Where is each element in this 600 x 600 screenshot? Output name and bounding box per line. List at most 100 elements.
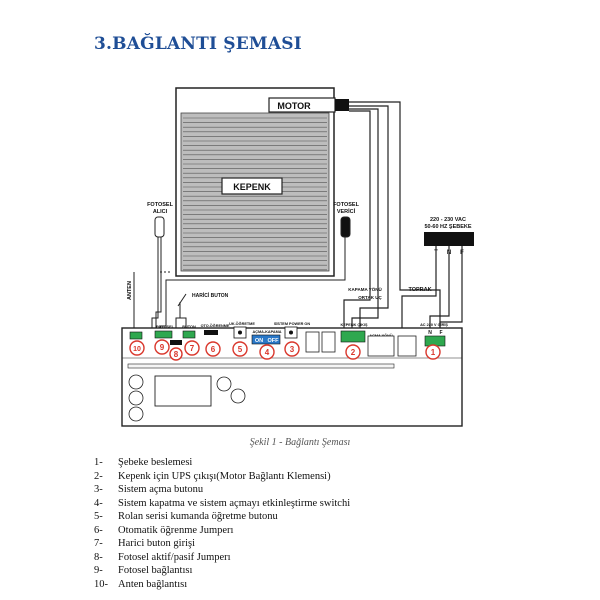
legend-text: Sistem kapatma ve sistem açmayı etkinleş… (118, 497, 351, 509)
number-circle-5 (232, 341, 248, 357)
relay-3 (367, 335, 395, 357)
legend-item: 1- Şebeke beslemesi (94, 456, 350, 470)
legend-item: 2- Kepenk için UPS çıkışı(Motor Bağlantı … (94, 470, 350, 484)
relay-1 (305, 331, 320, 353)
buton-terminal (182, 330, 196, 339)
uk-ogretme-label: UK.ÖĞRETME (229, 321, 255, 326)
number-label-2: 2 (351, 348, 356, 357)
anten-terminal (129, 331, 143, 340)
legend-number: 5- (94, 511, 103, 522)
legend-item: 10- Anten bağlantısı (94, 578, 350, 592)
fotosel-alici-label-1: FOTOSEL (147, 202, 174, 208)
number-label-10: 10 (133, 346, 141, 353)
number-circle-7 (184, 340, 200, 356)
number-circle-6 (205, 341, 221, 357)
supply-label-2: 50-60 HZ ŞEBEKE (424, 224, 471, 230)
kepenk-box (221, 177, 283, 195)
number-circle-8 (169, 347, 183, 361)
ac-giris-terminal (424, 335, 446, 347)
legend-list: 1- Şebeke beslemesi 2- Kepenk için UPS çıkı… (94, 456, 350, 591)
legend-number: 4- (94, 497, 103, 509)
number-label-6: 6 (211, 345, 216, 354)
number-label-8: 8 (174, 350, 179, 359)
fotosel-alici-label-2: ALICI (153, 209, 168, 215)
legend-text: Sistem açma butonu (118, 484, 204, 495)
number-label-3: 3 (290, 345, 295, 354)
number-circle-2 (345, 344, 361, 360)
legend-item: 3- Sistem açma butonu (94, 483, 350, 497)
legend-item: 4- Sistem kapatma ve sistem açmayı etkinl… (94, 497, 350, 511)
legend-number: 1- (94, 457, 103, 468)
buton-terminal-label: BUTON (182, 325, 196, 329)
ac-giris-label: AC 220 V GİRİŞ (420, 323, 448, 327)
number-circle-3 (284, 341, 300, 357)
legend-number: 10- (94, 578, 108, 590)
fotosel-terminal-label: FOTOSEL (156, 325, 175, 329)
sistem-power-on-label: SİSTEM POWER ON (274, 322, 311, 326)
motor-cables (343, 101, 441, 336)
acma-yonu-label: AÇMA YÖNÜ (369, 333, 392, 338)
legend-item: 5- Rolan serisi kumanda öğretme butonu (94, 510, 350, 524)
capacitor-4 (216, 376, 232, 392)
shutter-slats (183, 117, 327, 271)
fotosel-alici (154, 216, 165, 238)
number-label-7: 7 (190, 344, 195, 353)
legend-number: 2- (94, 470, 103, 482)
legend-text: Fotosel bağlantısı (118, 565, 193, 576)
relay-4 (397, 335, 417, 357)
fotosel-verici-label-1: FOTOSEL (333, 202, 360, 208)
motor-label: MOTOR (277, 101, 311, 111)
legend-text: Rolan serisi kumanda öğretme butonu (118, 511, 278, 522)
board-rail (127, 363, 395, 369)
number-label-9: 9 (160, 343, 165, 352)
capacitor-3 (128, 406, 144, 422)
fotosel-verici (340, 216, 351, 238)
uk-ogretme-button-knob (238, 330, 242, 335)
ac-terminal-f: F (439, 330, 442, 336)
acma-kapama-label: AÇMA-KAPAMA (252, 330, 281, 334)
fotosel-jumper (170, 340, 182, 345)
legend-text: Harici buton girişi (118, 538, 195, 549)
legend-text: Fotosel aktif/pasif Jumperı (118, 551, 231, 563)
switch-off-label: OFF (268, 338, 280, 344)
legend-item: 6-Otomatik öğrenme Jumperı (94, 524, 350, 538)
legend-text: Şebeke beslemesi (118, 457, 193, 468)
capacitor-5 (230, 388, 246, 404)
fotosel-terminal (154, 330, 173, 339)
harici-buton-label: HARİCİ BUTON (192, 292, 229, 299)
switch-on-label: ON (255, 338, 263, 344)
kepenk-label: KEPENK (233, 182, 271, 192)
motor-connector (335, 99, 349, 111)
section-title: 3.BAĞLANTI ŞEMASI (94, 34, 302, 54)
number-circle-10 (129, 340, 145, 356)
number-label-5: 5 (238, 345, 243, 354)
power-on-button-knob (289, 330, 293, 335)
figure-caption: Şekil 1 - Bağlantı Şeması (249, 437, 351, 448)
kapama-yonu-label: KAPAMA YÖNÜ (348, 286, 381, 292)
fotosel-verici-label-2: VERİCİ (337, 208, 356, 215)
board-chip (154, 375, 212, 407)
legend-number: 7- (94, 538, 103, 549)
number-label-1: 1 (431, 348, 436, 357)
supply-box (424, 232, 474, 246)
ortak-uc-label: ORTAK UÇ (358, 295, 382, 300)
number-circle-1 (425, 344, 441, 360)
oto-ogrenme-jumper (204, 330, 218, 335)
legend-item: 7- Harici buton girişi (94, 537, 350, 551)
toprak-label: TOPRAK (408, 287, 431, 293)
kepenk-cikis-terminal (340, 330, 366, 343)
relay-2 (321, 331, 336, 353)
acma-kapama-switch (251, 334, 281, 345)
number-circle-9 (154, 339, 170, 355)
legend-number: 3- (94, 484, 103, 495)
legend-item: 8-Fotosel aktif/pasif Jumperı (94, 551, 350, 565)
oto-ogrenme-label: OTO.ÖĞRENME (201, 323, 230, 328)
legend-number: 9- (94, 565, 103, 576)
supply-label-1: 220 - 230 VAC (430, 217, 466, 223)
legend-text: Otomatik öğrenme Jumperı (118, 524, 234, 536)
legend-text: Kepenk için UPS çıkışı(Motor Bağlantı Kl… (118, 470, 331, 482)
legend-text: Anten bağlantısı (118, 578, 188, 590)
kepenk-cikis-label: KEPENK ÇIKIŞ (340, 323, 367, 327)
